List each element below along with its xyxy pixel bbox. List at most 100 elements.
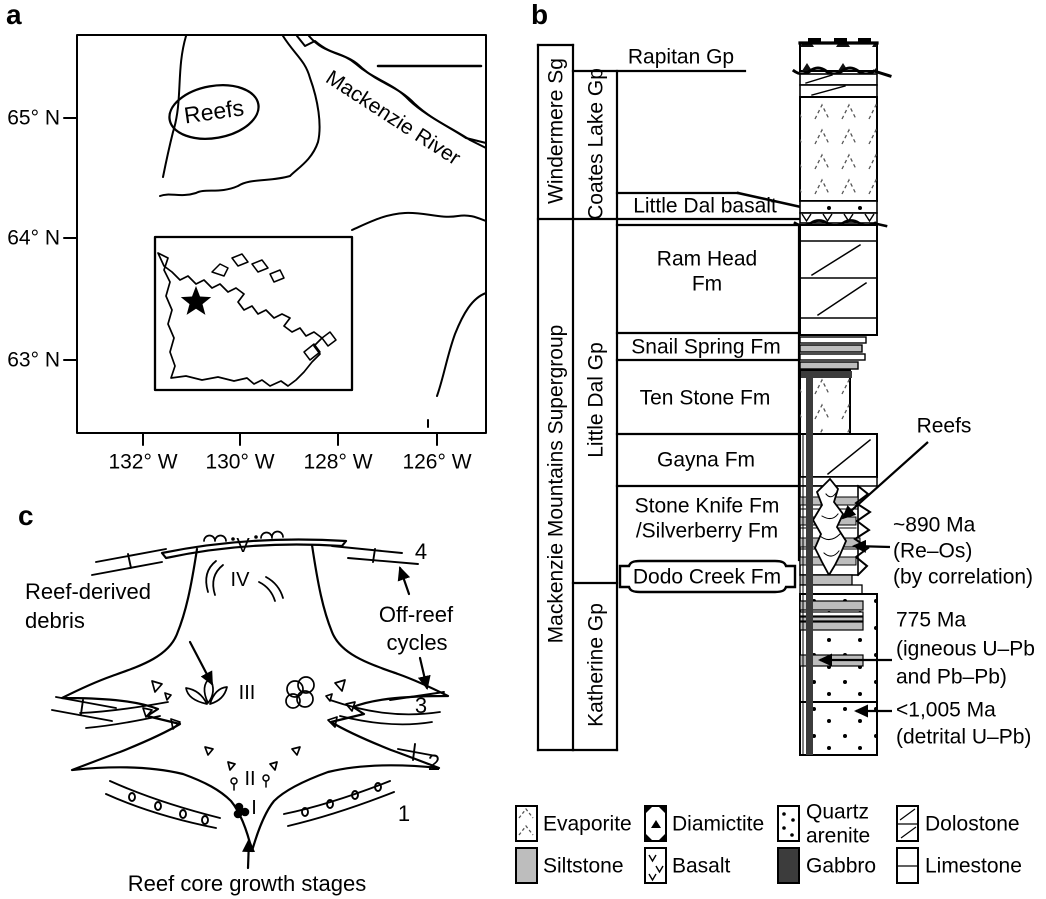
latitude-ticks (63, 117, 78, 361)
reef-margin-zigzag (853, 484, 872, 577)
off-reef-arrow-up (397, 566, 411, 596)
group-little-dal-label: Little Dal Gp (584, 342, 608, 458)
unit-ram-head-line1: Ram Head (656, 247, 758, 271)
age-775-line3: and Pb–Pb) (896, 665, 1007, 689)
stage4-arcs (205, 560, 284, 602)
left-debris-tongue (79, 701, 169, 729)
age-1005-line1: <1,005 Ma (896, 698, 996, 722)
reefs-ellipse (168, 84, 260, 140)
legend-label-quartz-line1: Quartz (806, 800, 870, 824)
reef-debris-label-line2: debris (25, 608, 85, 633)
legend-swatch-siltstone (515, 847, 538, 884)
cycle1-beds (105, 780, 395, 829)
canada-inset (153, 235, 354, 392)
stage-v-numeral: V (236, 535, 250, 557)
limestone-bed-symbols (51, 545, 445, 761)
river-line-west (162, 35, 187, 178)
dodo-creek-bracket (618, 559, 797, 594)
legend-swatch-basalt (644, 847, 667, 884)
unit-gayna: Gayna Fm (656, 448, 756, 472)
cycle-4-number: 4 (414, 538, 428, 564)
map-graphics (63, 34, 487, 446)
strat-annotation-arrows (818, 441, 929, 718)
unit-stone-knife-line2: /Silverberry Fm (635, 519, 779, 543)
unit-dodo-creek: Dodo Creek Fm (632, 565, 782, 589)
stage2-symbols (230, 774, 270, 791)
legend-swatch-evaporite (515, 805, 538, 842)
stage-ii-numeral: II (244, 768, 256, 790)
legend-swatches (515, 805, 919, 884)
cycle-3-number: 3 (414, 692, 428, 718)
reef-debris-label-line1: Reef-derived (25, 579, 151, 604)
reefs-annotation: Reefs (916, 414, 972, 438)
growth-stages-arrow (242, 838, 256, 870)
supergroup-mackenzie-label: Mackenzie Mountains Supergroup (544, 324, 568, 644)
reef-diagram-graphics (51, 530, 450, 870)
diamictite-band (800, 43, 877, 71)
evaporite-band (800, 97, 877, 201)
group-coates-lake-label: Coates Lake Gp (584, 68, 608, 220)
map-frame (76, 34, 487, 434)
stage1-symbol (233, 802, 250, 819)
stage-iii-numeral: III (238, 682, 256, 704)
legend-label-quartz-line2: arenite (806, 824, 871, 848)
unit-ten-stone: Ten Stone Fm (639, 386, 771, 410)
age-890-line2: (Re–Os) (893, 539, 973, 563)
legend-swatch-limestone (896, 847, 919, 884)
lat-tick-64: 64° N (7, 226, 60, 250)
river-line-east-1 (351, 211, 487, 231)
supergroup-windermere-label: Windermere Sg (544, 58, 568, 204)
age-775-line2: (igneous U–Pb (896, 637, 1035, 661)
stage-iv-numeral: IV (230, 569, 250, 591)
panel-a-letter: a (6, 0, 22, 30)
longitude-ticks (142, 432, 438, 446)
right-debris-tongue (329, 699, 441, 726)
river-line-central (159, 35, 321, 197)
age-775-line1: 775 Ma (896, 608, 967, 632)
river-line-east-2 (436, 292, 487, 397)
gabbro-sill (801, 371, 852, 378)
age-890-line1: ~890 Ma (893, 513, 976, 537)
lon-tick-132: 132° W (108, 450, 178, 474)
growth-stages-label: Reef core growth stages (127, 870, 367, 896)
legend-swatch-quartz-arenite (777, 805, 800, 842)
legend-label-diamictite: Diamictite (672, 812, 765, 836)
lat-tick-65: 65° N (7, 106, 60, 130)
reef-outline-right (250, 543, 450, 853)
age-890-line3: (by correlation) (893, 565, 1034, 589)
group-katherine-label: Katherine Gp (584, 603, 608, 727)
off-reef-label-line2: cycles (386, 629, 448, 655)
panel-b-letter: b (531, 0, 549, 30)
legend-label-limestone: Limestone (925, 854, 1022, 878)
study-location-star (180, 286, 212, 315)
stage5-stromatolites (203, 530, 284, 542)
off-reef-arrow-down (417, 656, 431, 690)
stage-i-numeral: I (251, 797, 257, 819)
debris-triangles (142, 679, 356, 771)
lon-tick-128: 128° W (303, 450, 373, 474)
lon-tick-130: 130° W (205, 450, 275, 474)
unit-stone-knife-line1: Stone Knife Fm (634, 494, 780, 518)
legend-label-siltstone: Siltstone (543, 854, 624, 878)
dolostone-band (799, 224, 878, 336)
debris-arrow (188, 640, 214, 686)
reos-arrow (852, 539, 891, 553)
reef-body-symbol (811, 477, 848, 577)
unit-rapitan: Rapitan Gp (627, 45, 735, 69)
basalt-band (800, 213, 877, 223)
legend-label-gabbro: Gabbro (806, 854, 877, 878)
gabbro-dike (806, 371, 813, 755)
unit-ram-head-line2: Fm (691, 272, 723, 296)
reef-top-brim (160, 538, 348, 560)
mackenzie-river-line (296, 35, 487, 149)
unit-snail-spring: Snail Spring Fm (631, 335, 781, 359)
unit-little-dal-basalt: Little Dal basalt (633, 194, 777, 218)
cycle-2-number: 2 (427, 749, 441, 775)
legend-label-dolostone: Dolostone (925, 812, 1020, 836)
age-1005-line2: (detrital U–Pb) (896, 725, 1032, 749)
legend-swatch-dolostone (896, 805, 919, 842)
off-reef-label-line1: Off-reef (378, 601, 454, 627)
reef-outline-left (60, 547, 254, 853)
